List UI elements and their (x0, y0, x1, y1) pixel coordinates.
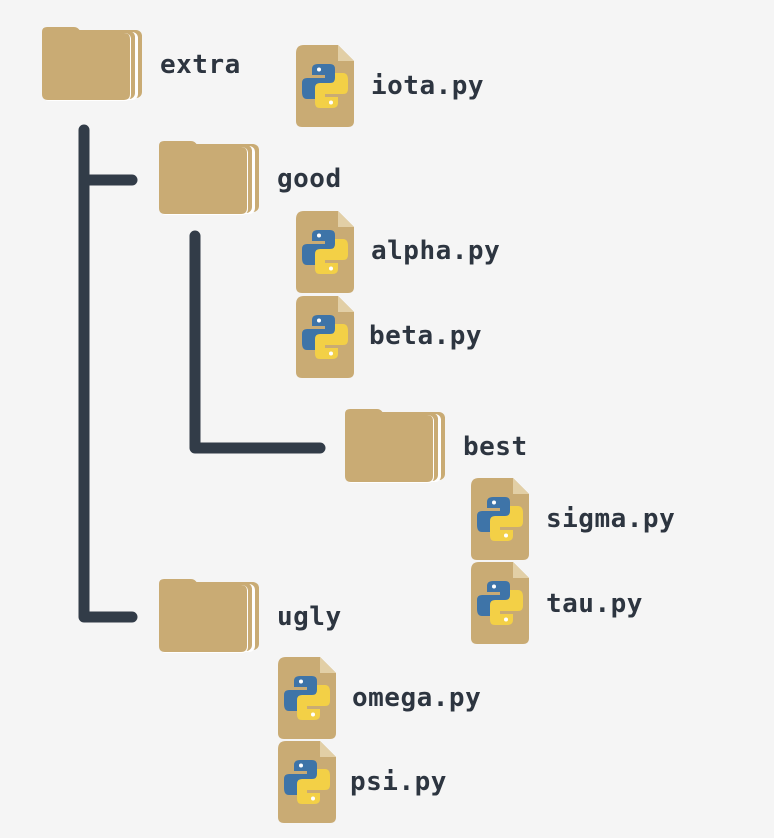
folder-icon[interactable] (157, 140, 263, 216)
folder-icon[interactable] (157, 578, 263, 654)
connector-extra-to-ugly (78, 124, 138, 623)
python-file-icon[interactable] (296, 45, 354, 127)
folder-label-ugly[interactable]: ugly (277, 602, 342, 632)
file-label-psi[interactable]: psi.py (350, 767, 447, 797)
file-label-beta[interactable]: beta.py (369, 321, 483, 351)
folder-label-extra[interactable]: extra (160, 50, 241, 80)
connector-good-to-best (189, 230, 326, 454)
python-file-icon[interactable] (278, 657, 336, 739)
file-label-tau[interactable]: tau.py (546, 589, 643, 619)
file-label-alpha[interactable]: alpha.py (371, 236, 501, 266)
python-file-icon[interactable] (278, 741, 336, 823)
folder-label-good[interactable]: good (277, 164, 342, 194)
file-label-iota[interactable]: iota.py (371, 71, 485, 101)
folder-label-best[interactable]: best (463, 432, 528, 462)
folder-icon[interactable] (343, 408, 449, 484)
file-label-sigma[interactable]: sigma.py (546, 504, 676, 534)
python-file-icon[interactable] (296, 296, 354, 378)
file-label-omega[interactable]: omega.py (352, 683, 482, 713)
python-file-icon[interactable] (296, 211, 354, 293)
python-file-icon[interactable] (471, 562, 529, 644)
folder-icon[interactable] (40, 26, 146, 102)
python-file-icon[interactable] (471, 478, 529, 560)
